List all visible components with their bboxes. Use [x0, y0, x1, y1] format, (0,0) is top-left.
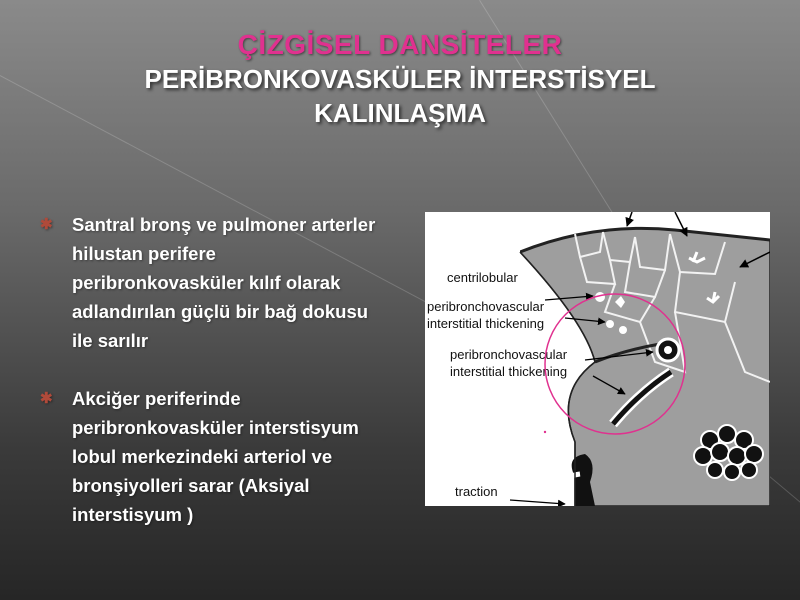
honeycombing-cluster [693, 424, 764, 481]
bullet-list: ✱ Santral bronş ve pulmoner arterler hil… [40, 210, 390, 558]
bullet-marker-icon: ✱ [40, 390, 53, 407]
bullet-item: ✱ Santral bronş ve pulmoner arterler hil… [40, 210, 390, 355]
title-line-1: ÇİZGİSEL DANSİTELER [237, 29, 563, 60]
highlight-circle [544, 293, 686, 435]
vessel [594, 342, 661, 364]
label-arrows [509, 292, 654, 506]
bullet-item: ✱ Akciğer periferinde peribronkovasküler… [40, 384, 390, 529]
title-line-3: KALINLAŞMA [314, 98, 486, 128]
lobule-branches [688, 251, 721, 304]
bullet-marker-icon: ✱ [40, 216, 53, 233]
lung-diagram-figure: centrilobular peribronchovascular inters… [425, 212, 770, 506]
lung-diagram: centrilobular peribronchovascular inters… [425, 212, 770, 506]
mark-dot [543, 430, 547, 434]
label-traction: traction [455, 484, 498, 499]
label-peribronchovascular-1: peribronchovascular [450, 347, 568, 362]
label-peribronchovascular-2: interstitial thickening [450, 364, 567, 379]
label-centrilobular-2: peribronchovascular [427, 299, 545, 314]
title-line-2: PERİBRONKOVASKÜLER İNTERSTİSYEL [144, 64, 656, 94]
label-centrilobular-3: interstitial thickening [427, 316, 544, 331]
bullet-text: Santral bronş ve pulmoner arterler hilus… [72, 214, 376, 351]
bullet-text: Akciğer periferinde peribronkovasküler i… [72, 388, 359, 525]
slide-title: ÇİZGİSEL DANSİTELER PERİBRONKOVASKÜLER İ… [0, 28, 800, 130]
pleura-border [519, 226, 770, 254]
label-centrilobular-1: centrilobular [447, 270, 518, 285]
top-arrows [625, 212, 770, 268]
traction-bronchiectasis [571, 454, 595, 506]
secondary-lobules [574, 231, 770, 383]
